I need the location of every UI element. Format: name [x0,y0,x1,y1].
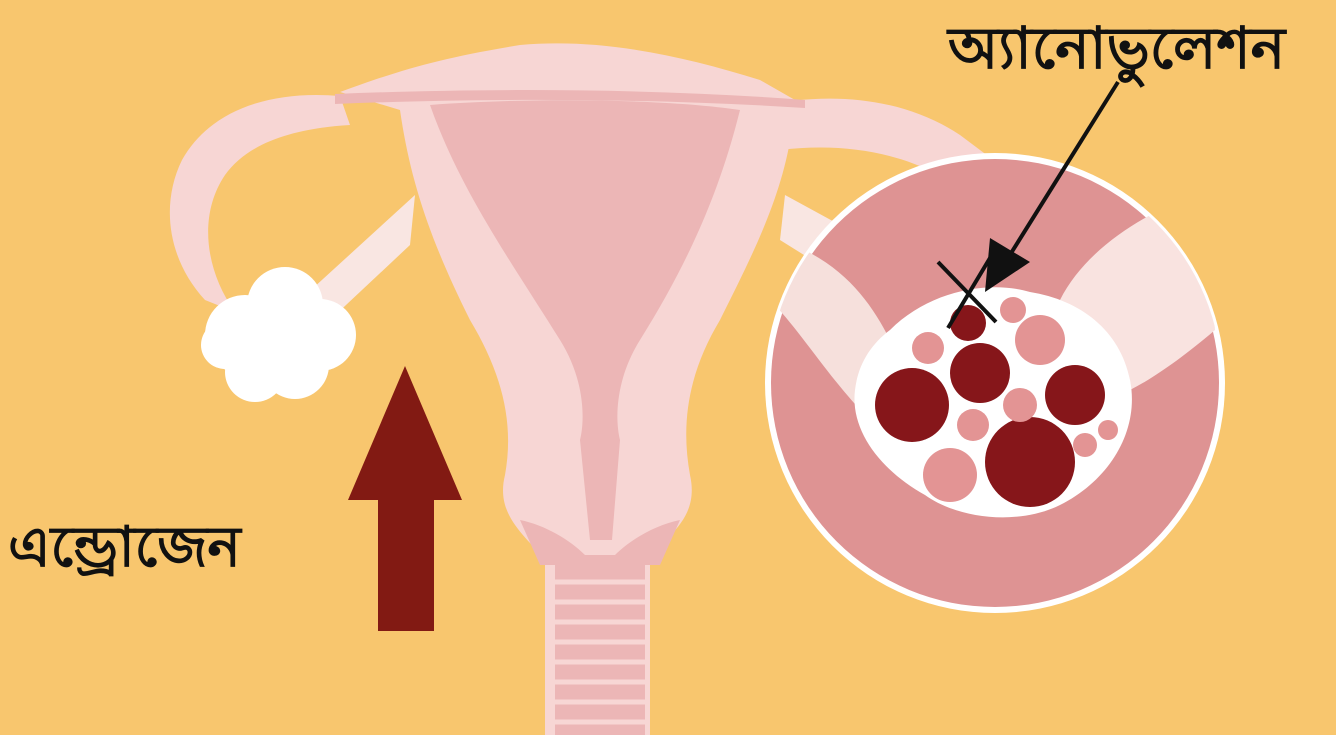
magnified-ovary-view [765,153,1225,613]
follicle-dark [950,343,1010,403]
follicle-dark [1045,365,1105,425]
follicle-light [1015,315,1065,365]
follicle-light [1003,388,1037,422]
follicle-dark [950,305,986,341]
follicle-light [1098,420,1118,440]
androgen-label: এন্ড্রোজেন [8,504,241,598]
follicle-light [957,409,989,441]
anovulation-label: অ্যানোভুলেশন [948,4,1285,101]
follicle-light [912,332,944,364]
follicle-dark [985,417,1075,507]
vaginal-canal [555,565,645,735]
follicle-light [1000,297,1026,323]
follicle-light [923,448,977,502]
follicle-light [1073,433,1097,457]
up-arrow-icon [348,366,462,631]
follicle-dark [875,368,949,442]
